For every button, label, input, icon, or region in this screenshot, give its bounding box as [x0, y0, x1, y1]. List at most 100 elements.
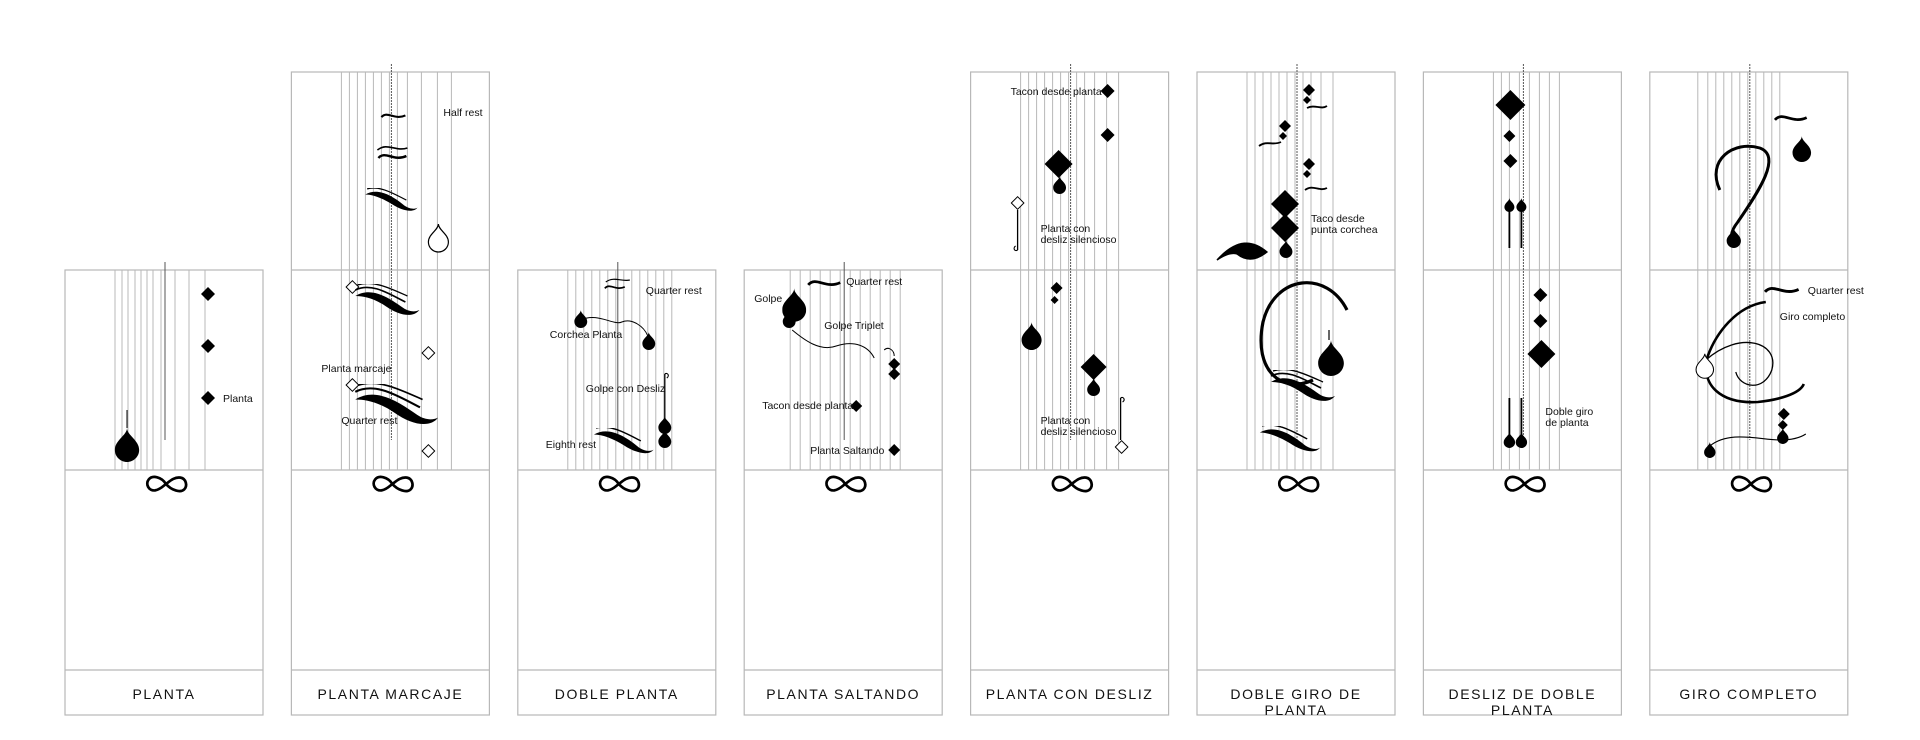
- annotation-label: Golpe con Desliz: [586, 383, 665, 395]
- drop-note-symbol: [1318, 340, 1344, 376]
- diamond-note-symbol: [1533, 288, 1548, 302]
- wave-rest-symbol: [377, 153, 408, 160]
- panel-frame: [64, 269, 264, 716]
- panel-title: DOBLE GIRO DE PLANTA: [1230, 686, 1362, 718]
- diamond-note-symbol: [1100, 84, 1115, 98]
- diamond-note-symbol: [201, 339, 215, 353]
- panel-frame: [1422, 71, 1623, 716]
- diamond-note-symbol: [1503, 154, 1518, 168]
- drop-note-symbol: [1726, 228, 1741, 248]
- diamond-note-symbol: [1010, 196, 1025, 210]
- annotation-label: Quarter rest: [646, 285, 702, 297]
- diamond-note-symbol: [1533, 314, 1548, 328]
- annotation-label: de planta: [1545, 417, 1588, 429]
- annotation-label: Planta Saltando: [810, 445, 884, 457]
- stroke-path: [1709, 433, 1807, 447]
- panel-frame: [1649, 71, 1849, 716]
- staff-lines: [114, 64, 1781, 470]
- notation-glyphs: [114, 84, 1812, 493]
- panel-frame: [969, 71, 1170, 716]
- stroke-path: [1013, 245, 1018, 252]
- infinity-symbol: [825, 475, 867, 493]
- wave-rest-symbol: [1763, 286, 1800, 294]
- panel-title: PLANTA MARCAJE: [317, 686, 464, 702]
- panel-frame: [1196, 71, 1396, 716]
- drop-note-symbol: [1279, 240, 1293, 258]
- annotation-label: Planta marcaje: [321, 363, 391, 375]
- infinity-symbol: [1504, 475, 1546, 493]
- annotation-label: Doble giro: [1545, 406, 1593, 418]
- infinity-symbol: [372, 475, 414, 493]
- stroke-path: [664, 372, 669, 379]
- drop-note-symbol: [1504, 198, 1515, 212]
- drop-note-symbol: [427, 223, 450, 253]
- stroke-path: [376, 146, 408, 151]
- diamond-note-symbol: [1114, 440, 1129, 454]
- annotation-label: desliz silencioso: [1041, 234, 1117, 246]
- diamond-note-symbol: [1303, 96, 1311, 104]
- annotation-label: Taco desde: [1311, 213, 1365, 225]
- stroke-path: [1258, 141, 1282, 147]
- annotation-label: Corchea Planta: [550, 329, 623, 341]
- panel-title: PLANTA SALTANDO: [766, 686, 921, 702]
- annotation-label: Planta: [223, 393, 253, 405]
- stroke-path: [1216, 242, 1269, 261]
- infinity-symbol: [145, 475, 188, 493]
- diamond-note-symbol: [1303, 84, 1315, 96]
- panel-title: DOBLE PLANTA: [554, 686, 679, 702]
- annotation-label: Golpe Triplet: [824, 320, 884, 332]
- wave-rest-symbol: [806, 279, 842, 287]
- drop-note-symbol: [1053, 176, 1067, 194]
- infinity-symbol: [1730, 475, 1773, 493]
- drop-note-symbol: [1777, 428, 1789, 444]
- stroke-path: [883, 347, 895, 357]
- drop-note-symbol: [658, 430, 672, 448]
- diamond-note-symbol: [1279, 132, 1287, 140]
- wave-rest-symbol: [380, 113, 407, 119]
- annotation-label: Quarter rest: [846, 276, 902, 288]
- annotation-label: desliz silencioso: [1041, 426, 1117, 438]
- annotation-label: Eighth rest: [546, 439, 596, 451]
- annotation-label: Half rest: [443, 107, 482, 119]
- panel-frame: [743, 269, 943, 716]
- diamond-note-symbol: [1303, 158, 1315, 170]
- drop-note-symbol: [1087, 378, 1101, 396]
- drop-note-symbol: [1021, 322, 1042, 350]
- stroke-path: [1306, 105, 1328, 109]
- drop-note-symbol: [1704, 442, 1716, 458]
- diamond-note-symbol: [201, 287, 215, 301]
- stroke-path: [1705, 342, 1774, 386]
- panel-title: GIRO COMPLETO: [1679, 686, 1819, 702]
- panel-grid: [64, 71, 1849, 716]
- drop-note-symbol: [1695, 353, 1715, 379]
- panel-title: PLANTA CON DESLIZ: [985, 686, 1154, 702]
- diamond-note-symbol: [1279, 120, 1291, 132]
- diamond-note-symbol: [345, 280, 360, 294]
- infinity-symbol: [1051, 475, 1094, 493]
- annotation-label: Tacon desde planta: [1011, 86, 1102, 98]
- annotation-label: Planta con: [1041, 415, 1091, 427]
- panel-title: DESLIZ DE DOBLE PLANTA: [1448, 686, 1597, 718]
- drop-note-symbol: [1515, 432, 1528, 448]
- annotation-label: Quarter rest: [341, 415, 397, 427]
- stroke-path: [580, 317, 649, 337]
- drop-note-symbol: [1503, 432, 1516, 448]
- panel-frame: [290, 71, 490, 716]
- annotation-label: Giro completo: [1780, 311, 1846, 323]
- infinity-symbol: [598, 475, 641, 493]
- drop-note-symbol: [1516, 198, 1527, 212]
- stroke-path: [1120, 396, 1125, 403]
- diamond-note-symbol: [201, 391, 215, 405]
- panel-frame: [517, 269, 717, 716]
- annotation-label: Tacon desde planta: [762, 400, 853, 412]
- stroke-path: [1304, 186, 1328, 191]
- annotation-label: Planta con: [1041, 223, 1091, 235]
- drop-note-symbol: [642, 332, 656, 350]
- diamond-note-symbol: [1503, 130, 1516, 142]
- drop-note-symbol: [1792, 136, 1812, 162]
- annotation-label: Quarter rest: [1808, 285, 1864, 297]
- diamond-note-symbol: [1050, 296, 1059, 304]
